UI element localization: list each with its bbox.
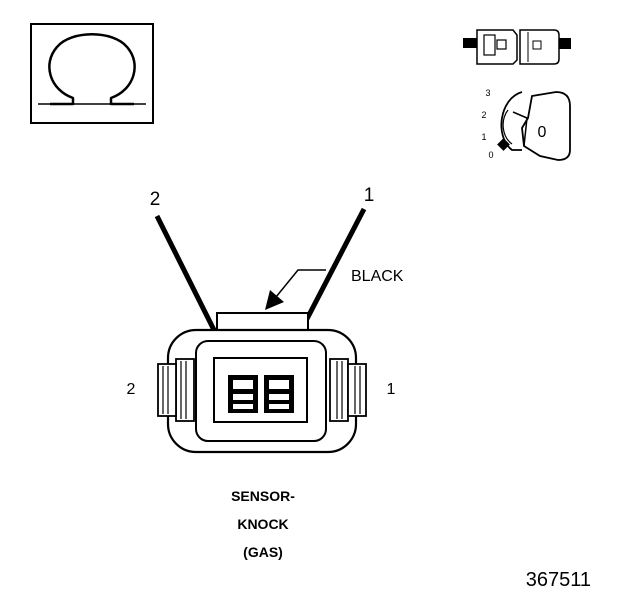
ohm-symbol-icon (30, 23, 154, 124)
figure-number: 367511 (526, 569, 591, 591)
ignition-position-1: 1 (481, 132, 486, 142)
pointer-label-right: 1 (364, 185, 375, 206)
color-callout: BLACK (265, 268, 404, 310)
ignition-position-3: 3 (485, 88, 490, 98)
terminal-2 (228, 375, 258, 413)
connector-pair-icon (463, 29, 571, 65)
knock-sensor-connector (157, 312, 367, 454)
right-latch (329, 358, 367, 422)
caption-line-2: KNOCK (237, 516, 288, 532)
pointer-label-left: 2 (150, 189, 161, 210)
caption-line-3: (GAS) (243, 544, 283, 560)
terminal-1 (264, 375, 294, 413)
left-latch (157, 358, 195, 422)
ignition-switch-icon: 0 3 2 1 0 (481, 88, 571, 161)
side-label-left: 2 (127, 381, 136, 398)
ignition-position-2: 2 (481, 110, 486, 120)
ignition-key-label: 0 (538, 124, 547, 141)
ignition-position-0: 0 (488, 150, 493, 160)
color-callout-label: BLACK (351, 268, 404, 285)
caption-line-1: SENSOR- (231, 488, 295, 504)
side-label-right: 1 (387, 381, 396, 398)
